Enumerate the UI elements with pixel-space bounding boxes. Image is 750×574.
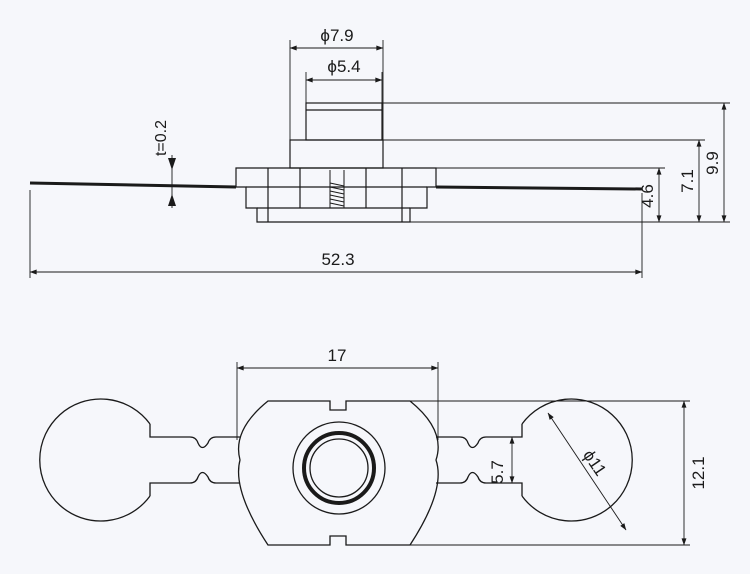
internal-spring — [329, 170, 345, 208]
label-height-base: 4.6 — [638, 184, 657, 208]
label-pad-diameter: ϕ11 — [579, 446, 610, 479]
right-terminal-neck — [436, 424, 523, 496]
label-outer-diameter: ϕ7.9 — [320, 26, 353, 45]
left-wire-lead — [29, 181, 237, 189]
button-inner-ring — [309, 438, 369, 498]
top-view — [39, 362, 690, 546]
label-total-length: 52.3 — [321, 250, 354, 269]
label-height-total: 9.9 — [703, 151, 722, 175]
label-body-width: 17 — [328, 346, 347, 365]
right-wire-lead — [435, 185, 643, 191]
left-terminal-neck — [149, 424, 240, 496]
button-outer-ring — [292, 421, 386, 515]
label-body-height: 12.1 — [689, 456, 708, 489]
button-mid-ring — [302, 431, 376, 505]
left-terminal-pad — [39, 398, 151, 522]
label-thickness: t=0.2 — [153, 120, 170, 156]
label-neck-width: 5.7 — [488, 460, 507, 484]
right-terminal-pad — [521, 398, 633, 522]
button-collar — [289, 139, 384, 169]
label-inner-diameter: ϕ5.4 — [327, 57, 360, 76]
label-height-body: 7.1 — [678, 169, 697, 193]
side-view — [29, 40, 730, 278]
dim-line-pad-diameter — [547, 412, 627, 531]
button-cap — [305, 102, 383, 141]
switch-base-body — [235, 167, 437, 223]
